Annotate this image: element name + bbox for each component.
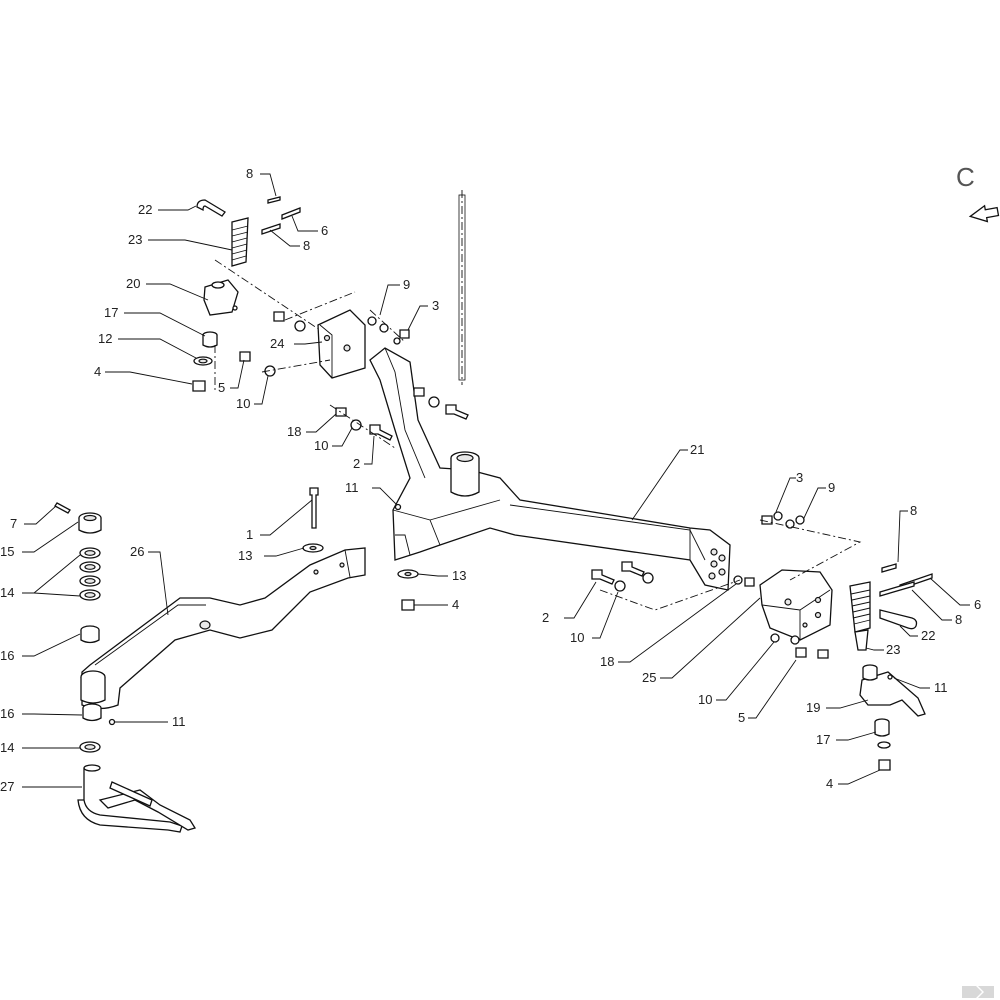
- callout-label: 19: [806, 700, 820, 715]
- left-arm: [80, 547, 366, 710]
- callout-label: 8: [910, 503, 917, 518]
- callout-label: 24: [270, 336, 284, 351]
- center-axis-line: [458, 190, 466, 385]
- callout-label: 12: [98, 331, 112, 346]
- view-direction-arrow-icon: [968, 204, 1000, 223]
- callout-label: 20: [126, 276, 140, 291]
- callout-label: 25: [642, 670, 656, 685]
- callout-label: 6: [974, 597, 981, 612]
- main-frame: [369, 347, 731, 591]
- middle-bolts: [329, 387, 469, 449]
- callout-label: 13: [238, 548, 252, 563]
- callout-label: 9: [828, 480, 835, 495]
- callout-label: 26: [130, 544, 144, 559]
- callout-label: 23: [128, 232, 142, 247]
- callout-label: 1: [246, 527, 253, 542]
- callout-label: 17: [104, 305, 118, 320]
- callout-label: 23: [886, 642, 900, 657]
- callout-label: 6: [321, 223, 328, 238]
- callout-label: 17: [816, 732, 830, 747]
- callout-label: 16: [0, 706, 14, 721]
- callout-label: 27: [0, 779, 14, 794]
- center-hardware: [302, 487, 419, 611]
- callout-label: 18: [287, 424, 301, 439]
- callout-label: 13: [452, 568, 466, 583]
- callout-label: 4: [452, 597, 459, 612]
- callout-label: 5: [738, 710, 745, 725]
- callout-label: 21: [690, 442, 704, 457]
- callout-label: 10: [570, 630, 584, 645]
- callout-label: 3: [432, 298, 439, 313]
- leader-lines: [22, 173, 970, 788]
- callout-label: 3: [796, 470, 803, 485]
- callout-label: 18: [600, 654, 614, 669]
- callout-label: 9: [403, 277, 410, 292]
- callout-label: 5: [218, 380, 225, 395]
- callout-label: 8: [955, 612, 962, 627]
- callout-label: 15: [0, 544, 14, 559]
- upper-left-pivot: [192, 196, 321, 392]
- view-label: C: [956, 162, 975, 192]
- upper-left-bracket: [239, 291, 410, 379]
- right-pivot: [849, 563, 933, 771]
- callout-label: 11: [345, 480, 359, 495]
- callout-label: 8: [303, 238, 310, 253]
- callout-label: 4: [94, 364, 101, 379]
- callout-label: 14: [0, 585, 14, 600]
- right-bracket: [733, 511, 862, 659]
- callout-label: 16: [0, 648, 14, 663]
- callout-label: 11: [172, 714, 186, 729]
- callout-labels: 8 22 6 23 8 20 17 12 4 9 3 24 5 10 18 10…: [0, 166, 981, 794]
- callout-label: 10: [314, 438, 328, 453]
- callout-label: 4: [826, 776, 833, 791]
- callout-label: 8: [246, 166, 253, 181]
- callout-label: 14: [0, 740, 14, 755]
- left-bushings: [54, 502, 116, 753]
- callout-label: 7: [10, 516, 17, 531]
- callout-label: 22: [138, 202, 152, 217]
- callout-label: 2: [353, 456, 360, 471]
- left-spindle: [77, 764, 197, 833]
- callout-label: 10: [236, 396, 250, 411]
- brand-logo-icon: [962, 986, 994, 998]
- right-bolts: [591, 561, 741, 611]
- callout-label: 11: [934, 680, 948, 695]
- callout-label: 2: [542, 610, 549, 625]
- callout-label: 10: [698, 692, 712, 707]
- callout-label: 22: [921, 628, 935, 643]
